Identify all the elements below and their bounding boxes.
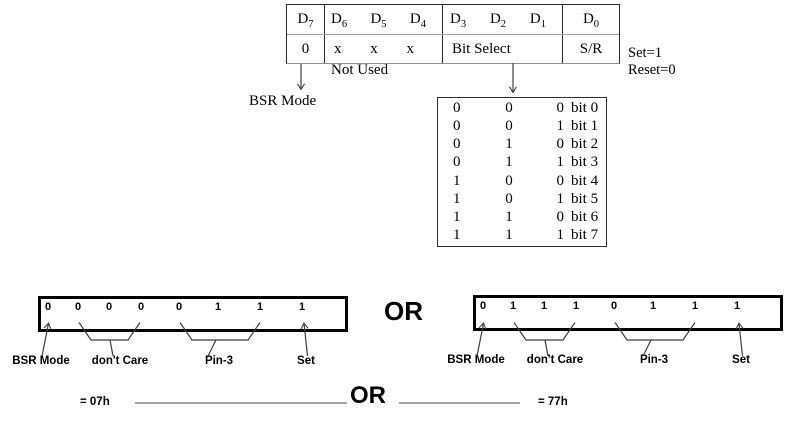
example-07h: 0 0 0 0 0 1 1 1 BSR Mode don't Care Pin-… <box>12 296 350 376</box>
set-callout: Set <box>732 354 750 366</box>
bit-label: D6 <box>331 11 348 30</box>
set-reset-legend: Set=1 Reset=0 <box>628 45 676 79</box>
bit-digit: 1 <box>298 301 306 313</box>
bit-label: D5 <box>370 11 387 30</box>
bit-digit: 1 <box>256 301 264 313</box>
bit-digit: 1 <box>691 300 699 312</box>
bsr-mode-callout: BSR Mode <box>447 354 505 366</box>
result-07h: = 07h <box>80 396 110 408</box>
not-used-label: Not Used <box>331 62 389 78</box>
bit-digit: 1 <box>509 300 517 312</box>
bit-digit: 0 <box>610 300 618 312</box>
d7-value: 0 <box>301 40 310 57</box>
value-cell-bit-select: Bit Select <box>443 35 563 63</box>
bit-digit: 0 <box>479 300 487 312</box>
header-cell-d6-d4: D6 D5 D4 <box>325 5 443 34</box>
bit-label: D7 <box>297 11 314 30</box>
bit-select-value: Bit Select <box>452 40 511 57</box>
bit-digit: 1 <box>733 300 741 312</box>
bit-label: D4 <box>409 11 426 30</box>
bsr-mode-callout: BSR Mode <box>12 355 70 367</box>
value-cell-unused: x x x <box>325 35 443 63</box>
bit-label: D0 <box>582 11 600 30</box>
bit-label: D1 <box>529 11 546 30</box>
bit-digit: 0 <box>74 301 82 313</box>
control-word-header-row: D7 D6 D5 D4 D3 D2 D1 D0 <box>287 5 619 35</box>
result-77h: = 77h <box>538 396 568 408</box>
control-word-table: D7 D6 D5 D4 D3 D2 D1 D0 0 x x x <box>286 4 620 64</box>
value-cell-sr: S/R <box>563 35 619 63</box>
bit-digit: 0 <box>175 301 183 313</box>
bit-digit: 0 <box>105 301 113 313</box>
unused-x: x <box>370 40 378 57</box>
header-cell-d0: D0 <box>563 5 619 34</box>
header-cell-d7: D7 <box>287 5 325 34</box>
value-cell-d7: 0 <box>287 35 325 63</box>
example-77h: 0 1 1 1 0 1 1 1 BSR Mode don't Care Pin-… <box>447 295 785 375</box>
bit-digit: 1 <box>540 300 548 312</box>
control-word-value-row: 0 x x x Bit Select S/R <box>287 35 619 63</box>
or-separator-top: OR <box>384 296 423 326</box>
unused-x: x <box>334 40 342 57</box>
dont-care-callout: don't Care <box>91 355 149 367</box>
set-callout: Set <box>297 355 315 367</box>
bit-digit: 0 <box>137 301 145 313</box>
bit-digit: 1 <box>649 300 657 312</box>
dont-care-callout: don't Care <box>526 354 584 366</box>
reset-legend: Reset=0 <box>628 62 676 78</box>
bsr-mode-label: BSR Mode <box>249 93 317 109</box>
or-separator-bottom: OR <box>350 382 386 409</box>
bit-digit: 0 <box>44 301 52 313</box>
bit-digit: 1 <box>572 300 580 312</box>
sr-value: S/R <box>579 40 603 57</box>
bit-label: D2 <box>489 11 507 30</box>
pin-callout: Pin-3 <box>204 355 234 367</box>
bit-label: D3 <box>450 11 467 30</box>
unused-x: x <box>406 40 415 57</box>
pin-callout: Pin-3 <box>639 354 669 366</box>
bit-digit: 1 <box>214 301 222 313</box>
header-cell-d3-d1: D3 D2 D1 <box>443 5 563 34</box>
set-legend: Set=1 <box>628 45 662 61</box>
